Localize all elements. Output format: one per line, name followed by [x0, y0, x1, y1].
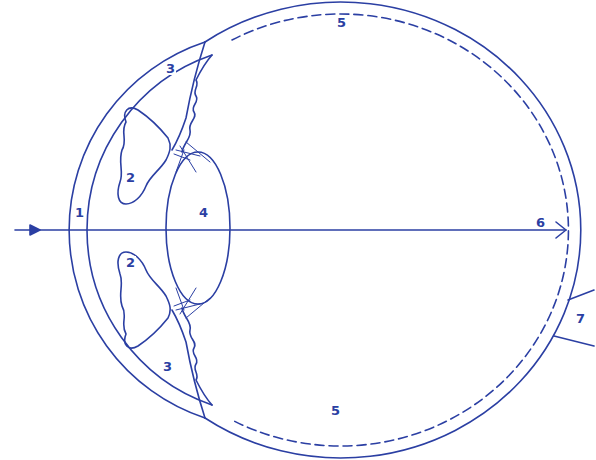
lens	[166, 152, 230, 304]
callout-number: 5	[336, 16, 347, 29]
callout-number: 3	[162, 360, 173, 373]
optic-nerve-lower	[554, 336, 594, 346]
fovea-mark	[556, 222, 566, 238]
callout-number: 2	[125, 256, 136, 269]
iris-upper	[118, 108, 170, 204]
visual-axis	[15, 229, 566, 231]
callout-number: 6	[535, 216, 546, 229]
callout-number: 4	[198, 206, 209, 219]
ciliary-wavy-lower	[182, 308, 212, 405]
callout-number: 2	[125, 171, 136, 184]
optic-nerve-upper	[568, 290, 594, 300]
ciliary-wavy-upper	[182, 55, 212, 152]
callout-number: 1	[74, 206, 85, 219]
callout-number: 5	[330, 404, 341, 417]
callout-number: 7	[575, 312, 586, 325]
ciliary-upper	[172, 42, 205, 150]
callout-number: 3	[165, 62, 176, 75]
ciliary-lower	[172, 310, 205, 418]
axis-arrowhead	[30, 225, 40, 235]
iris-lower	[118, 252, 170, 348]
